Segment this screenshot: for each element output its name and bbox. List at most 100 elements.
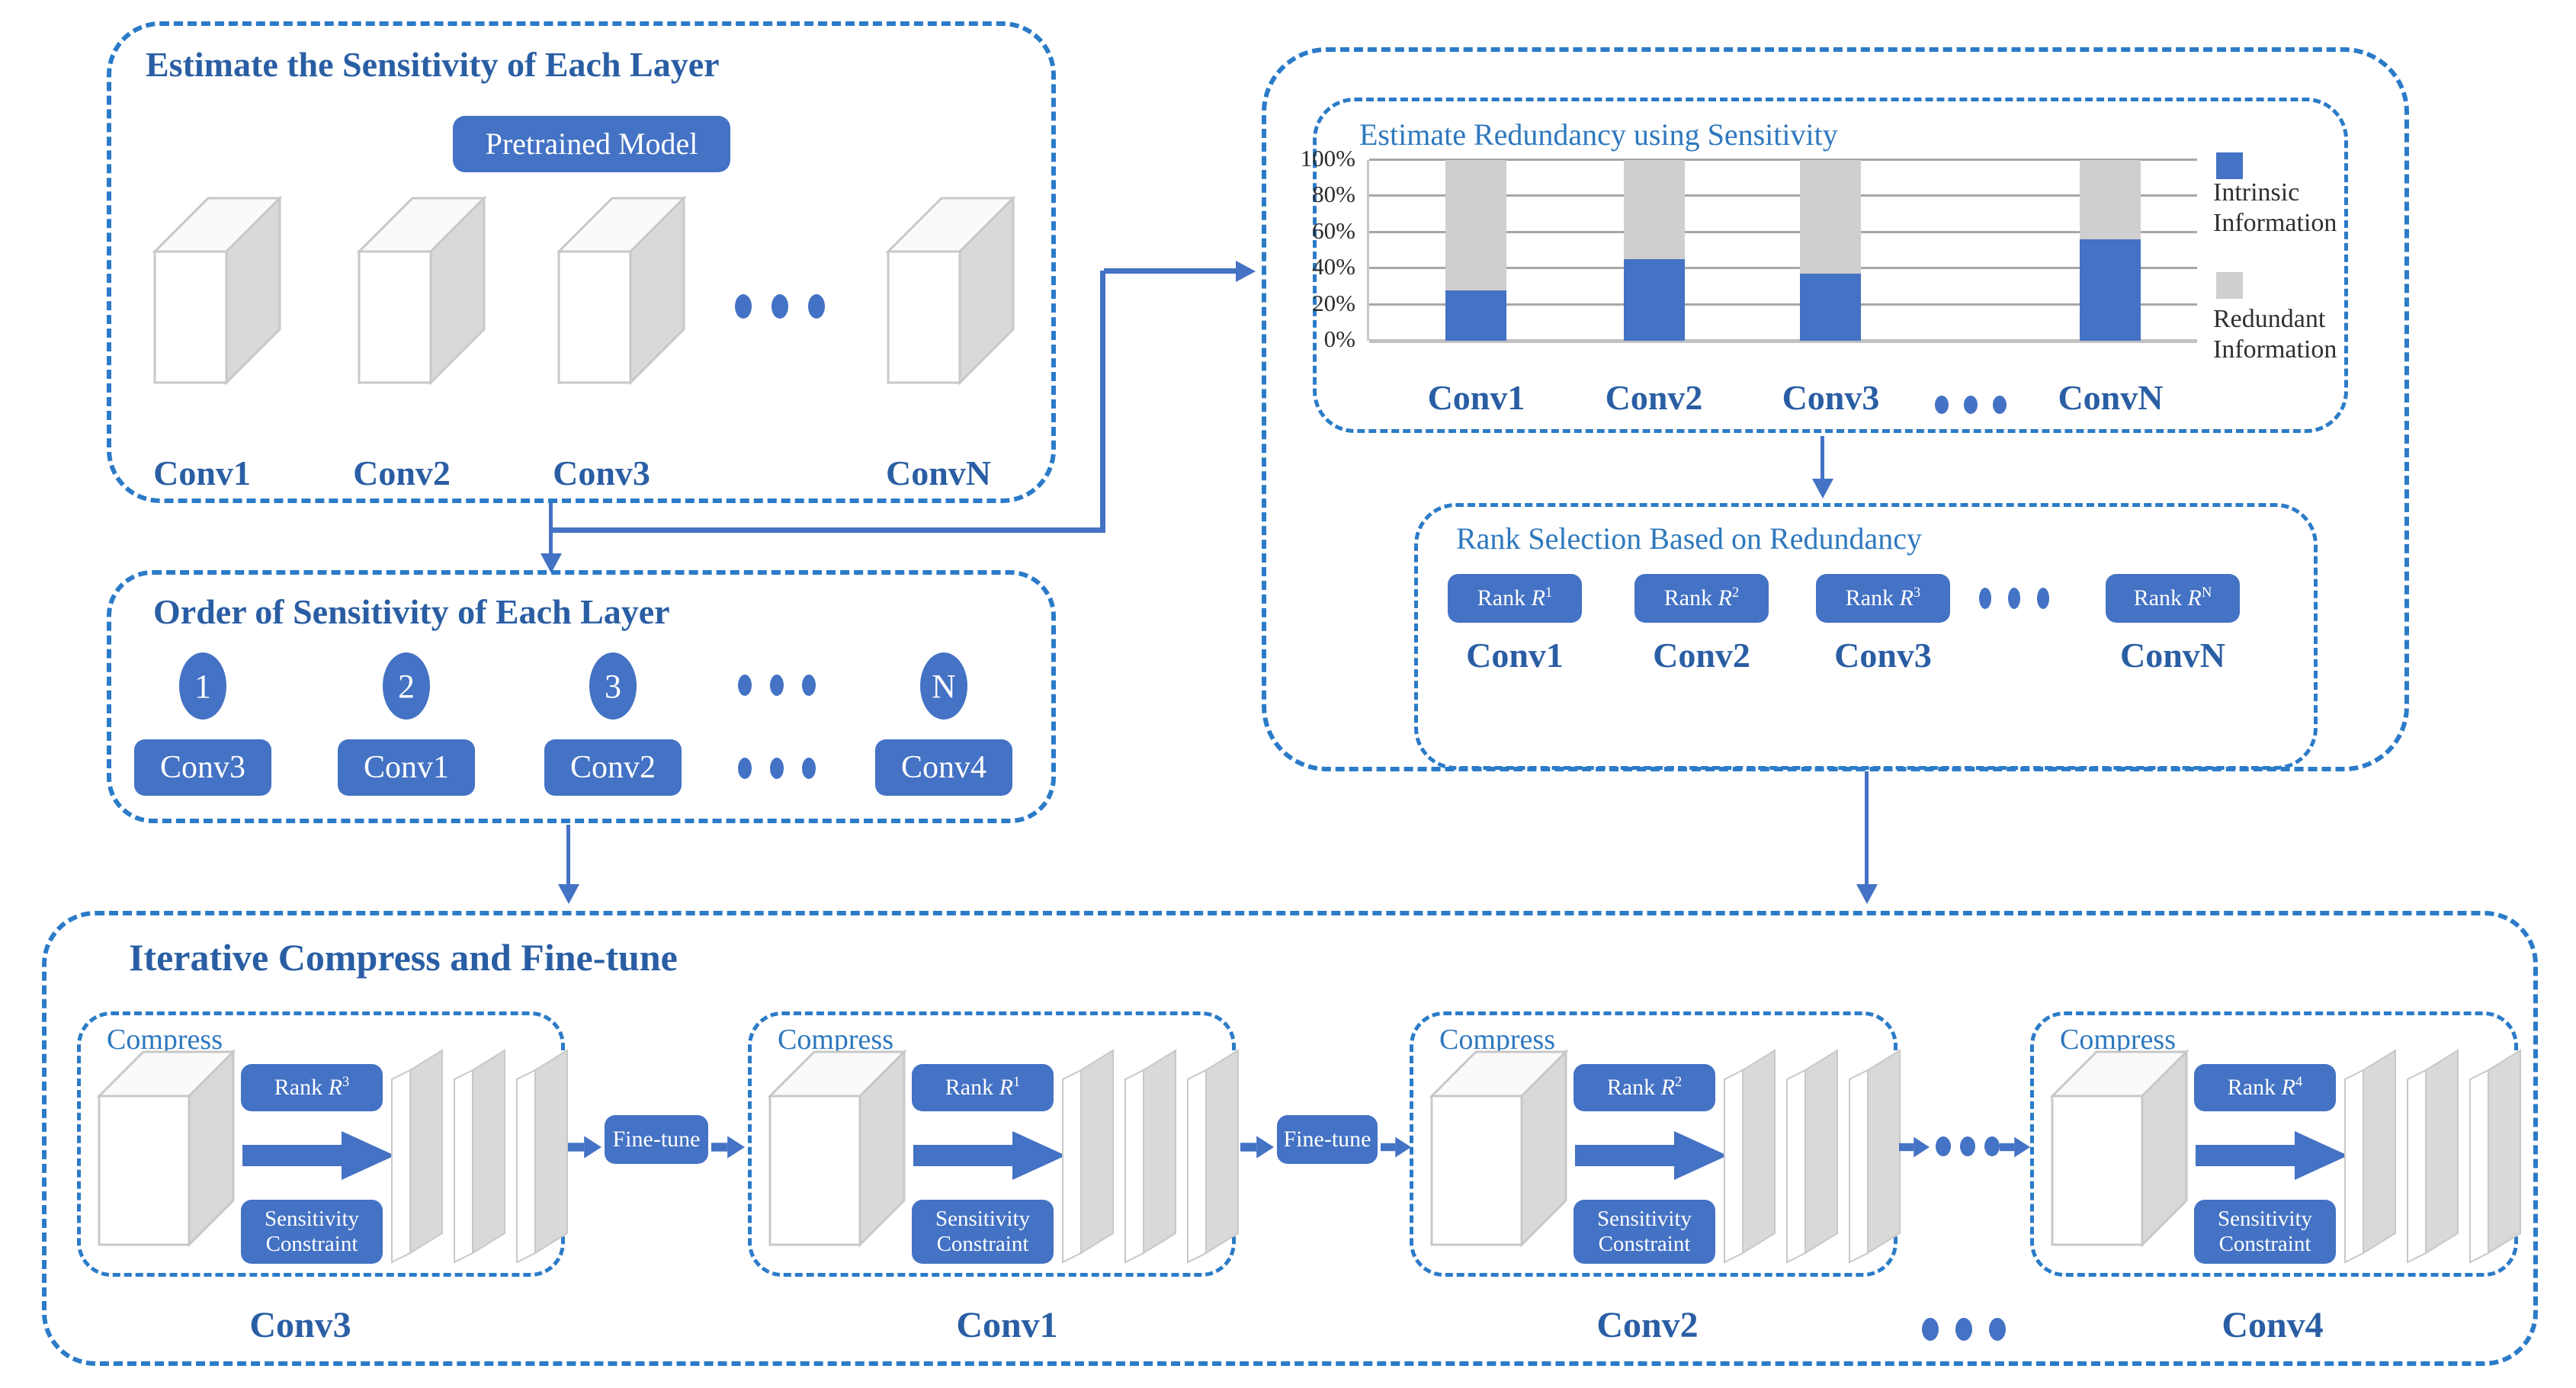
finetune-button: Fine-tune (605, 1115, 708, 1164)
estimate-sensitivity-box: Estimate the Sensitivity of Each Layer P… (107, 21, 1056, 503)
compress-arrow-icon (242, 1131, 395, 1180)
decomposed-layers-icon (1062, 1049, 1239, 1264)
flow-arrow-icon (568, 1136, 601, 1159)
compress-arrow-icon (913, 1131, 1066, 1180)
ellipsis-dots (1935, 396, 2007, 414)
gridline (1369, 267, 2197, 270)
connector-arrowhead-down-icon (1856, 884, 1878, 904)
legend-intrinsic-swatch (2216, 152, 2243, 179)
flow-arrow-icon (711, 1136, 745, 1159)
y-axis-tick-label: 0% (1323, 325, 1355, 352)
gridline (1369, 230, 2197, 233)
unit-layer-label: Conv4 (2222, 1305, 2324, 1345)
gridline (1369, 194, 2197, 197)
rank-button: Rank R2 (1634, 574, 1769, 623)
input-layer-cube-icon (1429, 1049, 1569, 1248)
ellipsis-dots (735, 294, 825, 319)
stacked-bar (2080, 160, 2141, 341)
bar-segment-intrinsic (1800, 274, 1862, 341)
connector-arrowhead-down-icon (1812, 479, 1833, 498)
input-layer-cube-icon (2049, 1049, 2189, 1248)
finetune-button: Fine-tune (1277, 1115, 1378, 1164)
iterative-box: Iterative Compress and Fine-tune Compres… (42, 911, 2538, 1366)
connector-arrowhead-down-icon (558, 884, 579, 904)
stacked-bar (1445, 160, 1507, 341)
compress-label: Compress (2060, 1024, 2176, 1056)
layer-label: ConvN (885, 454, 992, 492)
x-axis-category-label: Conv2 (1605, 378, 1703, 417)
connector-order-to-iterative (566, 825, 570, 886)
ordered-layer-button: Conv1 (338, 739, 475, 796)
flow-arrow-icon (1899, 1136, 1930, 1158)
connector-arrowhead-down-icon (541, 553, 562, 573)
input-layer-cube-icon (767, 1049, 907, 1248)
y-axis-tick-label: 100% (1300, 145, 1355, 171)
rank-button: Rank R1 (912, 1064, 1054, 1111)
pretrained-model-button: Pretrained Model (453, 116, 730, 172)
compress-arrow-icon (2196, 1131, 2348, 1180)
ordered-layer-button: Conv4 (875, 739, 1012, 796)
estimate-redundancy-box: Estimate Redundancy using Sensitivity 0%… (1301, 98, 2348, 433)
x-axis-category-label: Conv3 (1782, 378, 1880, 417)
conv-layer-cube-icon (152, 195, 283, 386)
order-sensitivity-box: Order of Sensitivity of Each Layer 1 2 3… (107, 570, 1056, 823)
gridline (1369, 339, 2197, 343)
stacked-bar (1800, 160, 1862, 341)
order-position-badge: 1 (179, 652, 226, 720)
layer-label: ConvN (2119, 636, 2226, 675)
y-axis-tick-label: 40% (1312, 253, 1355, 280)
compress-label: Compress (1439, 1024, 1555, 1056)
decomposed-layers-icon (1724, 1049, 1901, 1264)
estimate-sensitivity-title: Estimate the Sensitivity of Each Layer (146, 45, 720, 84)
y-axis-tick-label: 20% (1312, 289, 1355, 316)
layer-label: Conv1 (1466, 636, 1564, 675)
rank-selection-box: Rank Selection Based on Redundancy Rank … (1414, 503, 2318, 770)
connector-branch-horizontal (550, 527, 1104, 533)
connector-arrowhead-right-icon (1236, 261, 1256, 282)
stacked-bar (1623, 160, 1685, 341)
unit-layer-label: Conv3 (249, 1305, 351, 1345)
conv-layer-cube-icon (556, 195, 687, 386)
connector-branch-vertical (1100, 271, 1105, 533)
order-position-badge: 3 (589, 652, 637, 720)
ellipsis-dots (1979, 588, 2049, 609)
layer-label: Conv2 (1653, 636, 1750, 675)
compress-arrow-icon (1575, 1131, 1727, 1180)
input-layer-cube-icon (96, 1049, 236, 1248)
estimate-redundancy-title: Estimate Redundancy using Sensitivity (1359, 117, 1838, 152)
legend-redundant-label: Redundant Information (2213, 305, 2337, 364)
layer-label: Conv1 (153, 454, 251, 492)
rank-button: Rank R2 (1574, 1064, 1715, 1111)
rank-selection-title: Rank Selection Based on Redundancy (1456, 521, 1922, 556)
bar-segment-redundant (2080, 160, 2141, 240)
unit-layer-label: Conv1 (956, 1305, 1058, 1345)
rank-button: Rank R3 (1816, 574, 1950, 623)
legend-redundant-swatch (2216, 272, 2243, 299)
decomposed-layers-icon (2344, 1049, 2521, 1264)
y-axis-tick-label: 60% (1312, 216, 1355, 244)
rank-button: Rank RN (2106, 574, 2240, 623)
ellipsis-dots (1936, 1136, 2000, 1156)
ellipsis-dots (738, 758, 816, 779)
gridline (1369, 303, 2197, 306)
y-axis-tick-label: 80% (1312, 181, 1355, 208)
flow-arrow-icon (1240, 1136, 1274, 1159)
legend-intrinsic-label: Intrinsic Information (2213, 178, 2337, 237)
bar-segment-intrinsic (1445, 290, 1507, 341)
compress-label: Compress (778, 1024, 893, 1056)
order-sensitivity-title: Order of Sensitivity of Each Layer (153, 592, 670, 631)
unit-layer-label: Conv2 (1596, 1305, 1699, 1345)
conv-layer-cube-icon (885, 195, 1016, 386)
bar-segment-redundant (1800, 160, 1862, 274)
connector-chart-to-rank (1821, 436, 1824, 480)
compress-label: Compress (107, 1024, 223, 1056)
